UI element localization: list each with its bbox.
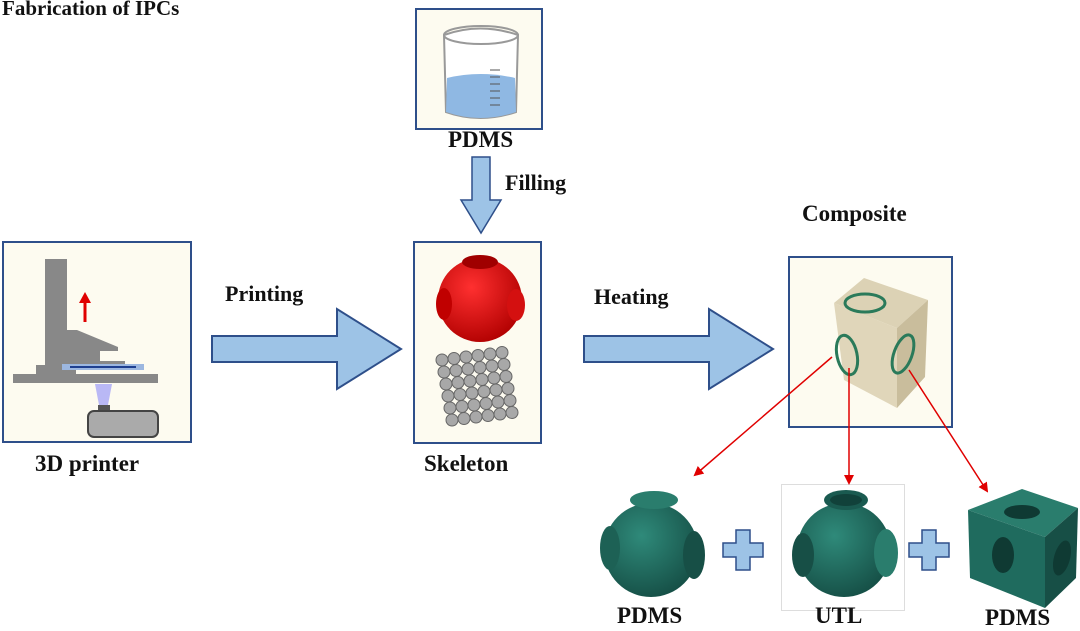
heating-arrow [583, 307, 775, 391]
lattice-cell [479, 397, 493, 410]
beaker-icon [442, 25, 520, 119]
red-unit-cell-icon [436, 255, 525, 342]
lattice-cell [465, 386, 479, 400]
3d-printer-icon [13, 259, 159, 438]
lattice-cell [449, 364, 463, 377]
lattice-cell [455, 400, 469, 413]
pdms-right-label: PDMS [985, 605, 1051, 630]
filling-label: Filling [505, 170, 567, 195]
lattice-cell [481, 409, 495, 422]
pdms-node-icon [600, 491, 705, 597]
3d-printer-label: 3D printer [35, 451, 140, 476]
plus-icon [722, 529, 764, 571]
lattice-cell [493, 407, 507, 421]
printing-arrow [211, 307, 403, 391]
lattice-cell [453, 388, 467, 401]
lattice-cell [477, 385, 491, 398]
composite-cube-icon [834, 278, 928, 408]
lattice-cell [491, 395, 505, 409]
lattice-cell [497, 358, 511, 371]
lattice-cell [445, 413, 459, 427]
lattice-cell [487, 371, 501, 385]
3d-printer-panel [2, 241, 192, 443]
printing-label: Printing [225, 281, 304, 306]
lattice-cell [441, 389, 455, 403]
lattice-cell [437, 365, 451, 379]
lattice-cell [485, 359, 499, 373]
lattice-cell [473, 361, 487, 374]
plus-icon [908, 529, 950, 571]
diagram-title: Fabrication of IPCs [2, 0, 180, 20]
lattice-cell [443, 401, 457, 415]
lattice-cell [501, 382, 515, 395]
lattice-cell [489, 383, 503, 397]
lattice-cell [505, 406, 519, 419]
lattice-cell [439, 377, 453, 391]
lattice-cube-icon [435, 346, 519, 427]
lattice-cell [435, 353, 449, 367]
filling-arrow [459, 156, 503, 235]
lattice-cell [495, 346, 509, 359]
lattice-cell [451, 376, 465, 389]
lattice-cell [469, 410, 483, 424]
utl-node-icon [792, 490, 898, 597]
lattice-cell [467, 398, 481, 412]
lattice-cell [461, 362, 475, 376]
lattice-cell [471, 349, 485, 362]
utl-label: UTL [815, 603, 863, 628]
lattice-cell [463, 374, 477, 388]
lattice-cell [475, 373, 489, 386]
lattice-cell [447, 352, 461, 365]
lattice-cell [503, 394, 517, 407]
pdms-source-label: PDMS [448, 127, 514, 152]
lattice-cell [459, 350, 473, 364]
lattice-cell [499, 370, 513, 383]
composite-label: Composite [802, 201, 907, 226]
lattice-cell [483, 347, 497, 361]
heating-label: Heating [594, 284, 669, 309]
pdms-cube-icon [968, 489, 1078, 608]
pointer-arrow-right [908, 369, 989, 493]
pdms-left-label: PDMS [617, 603, 683, 628]
pointer-arrow-left [693, 356, 833, 477]
lattice-cell [457, 412, 471, 425]
skeleton-label: Skeleton [424, 451, 509, 476]
